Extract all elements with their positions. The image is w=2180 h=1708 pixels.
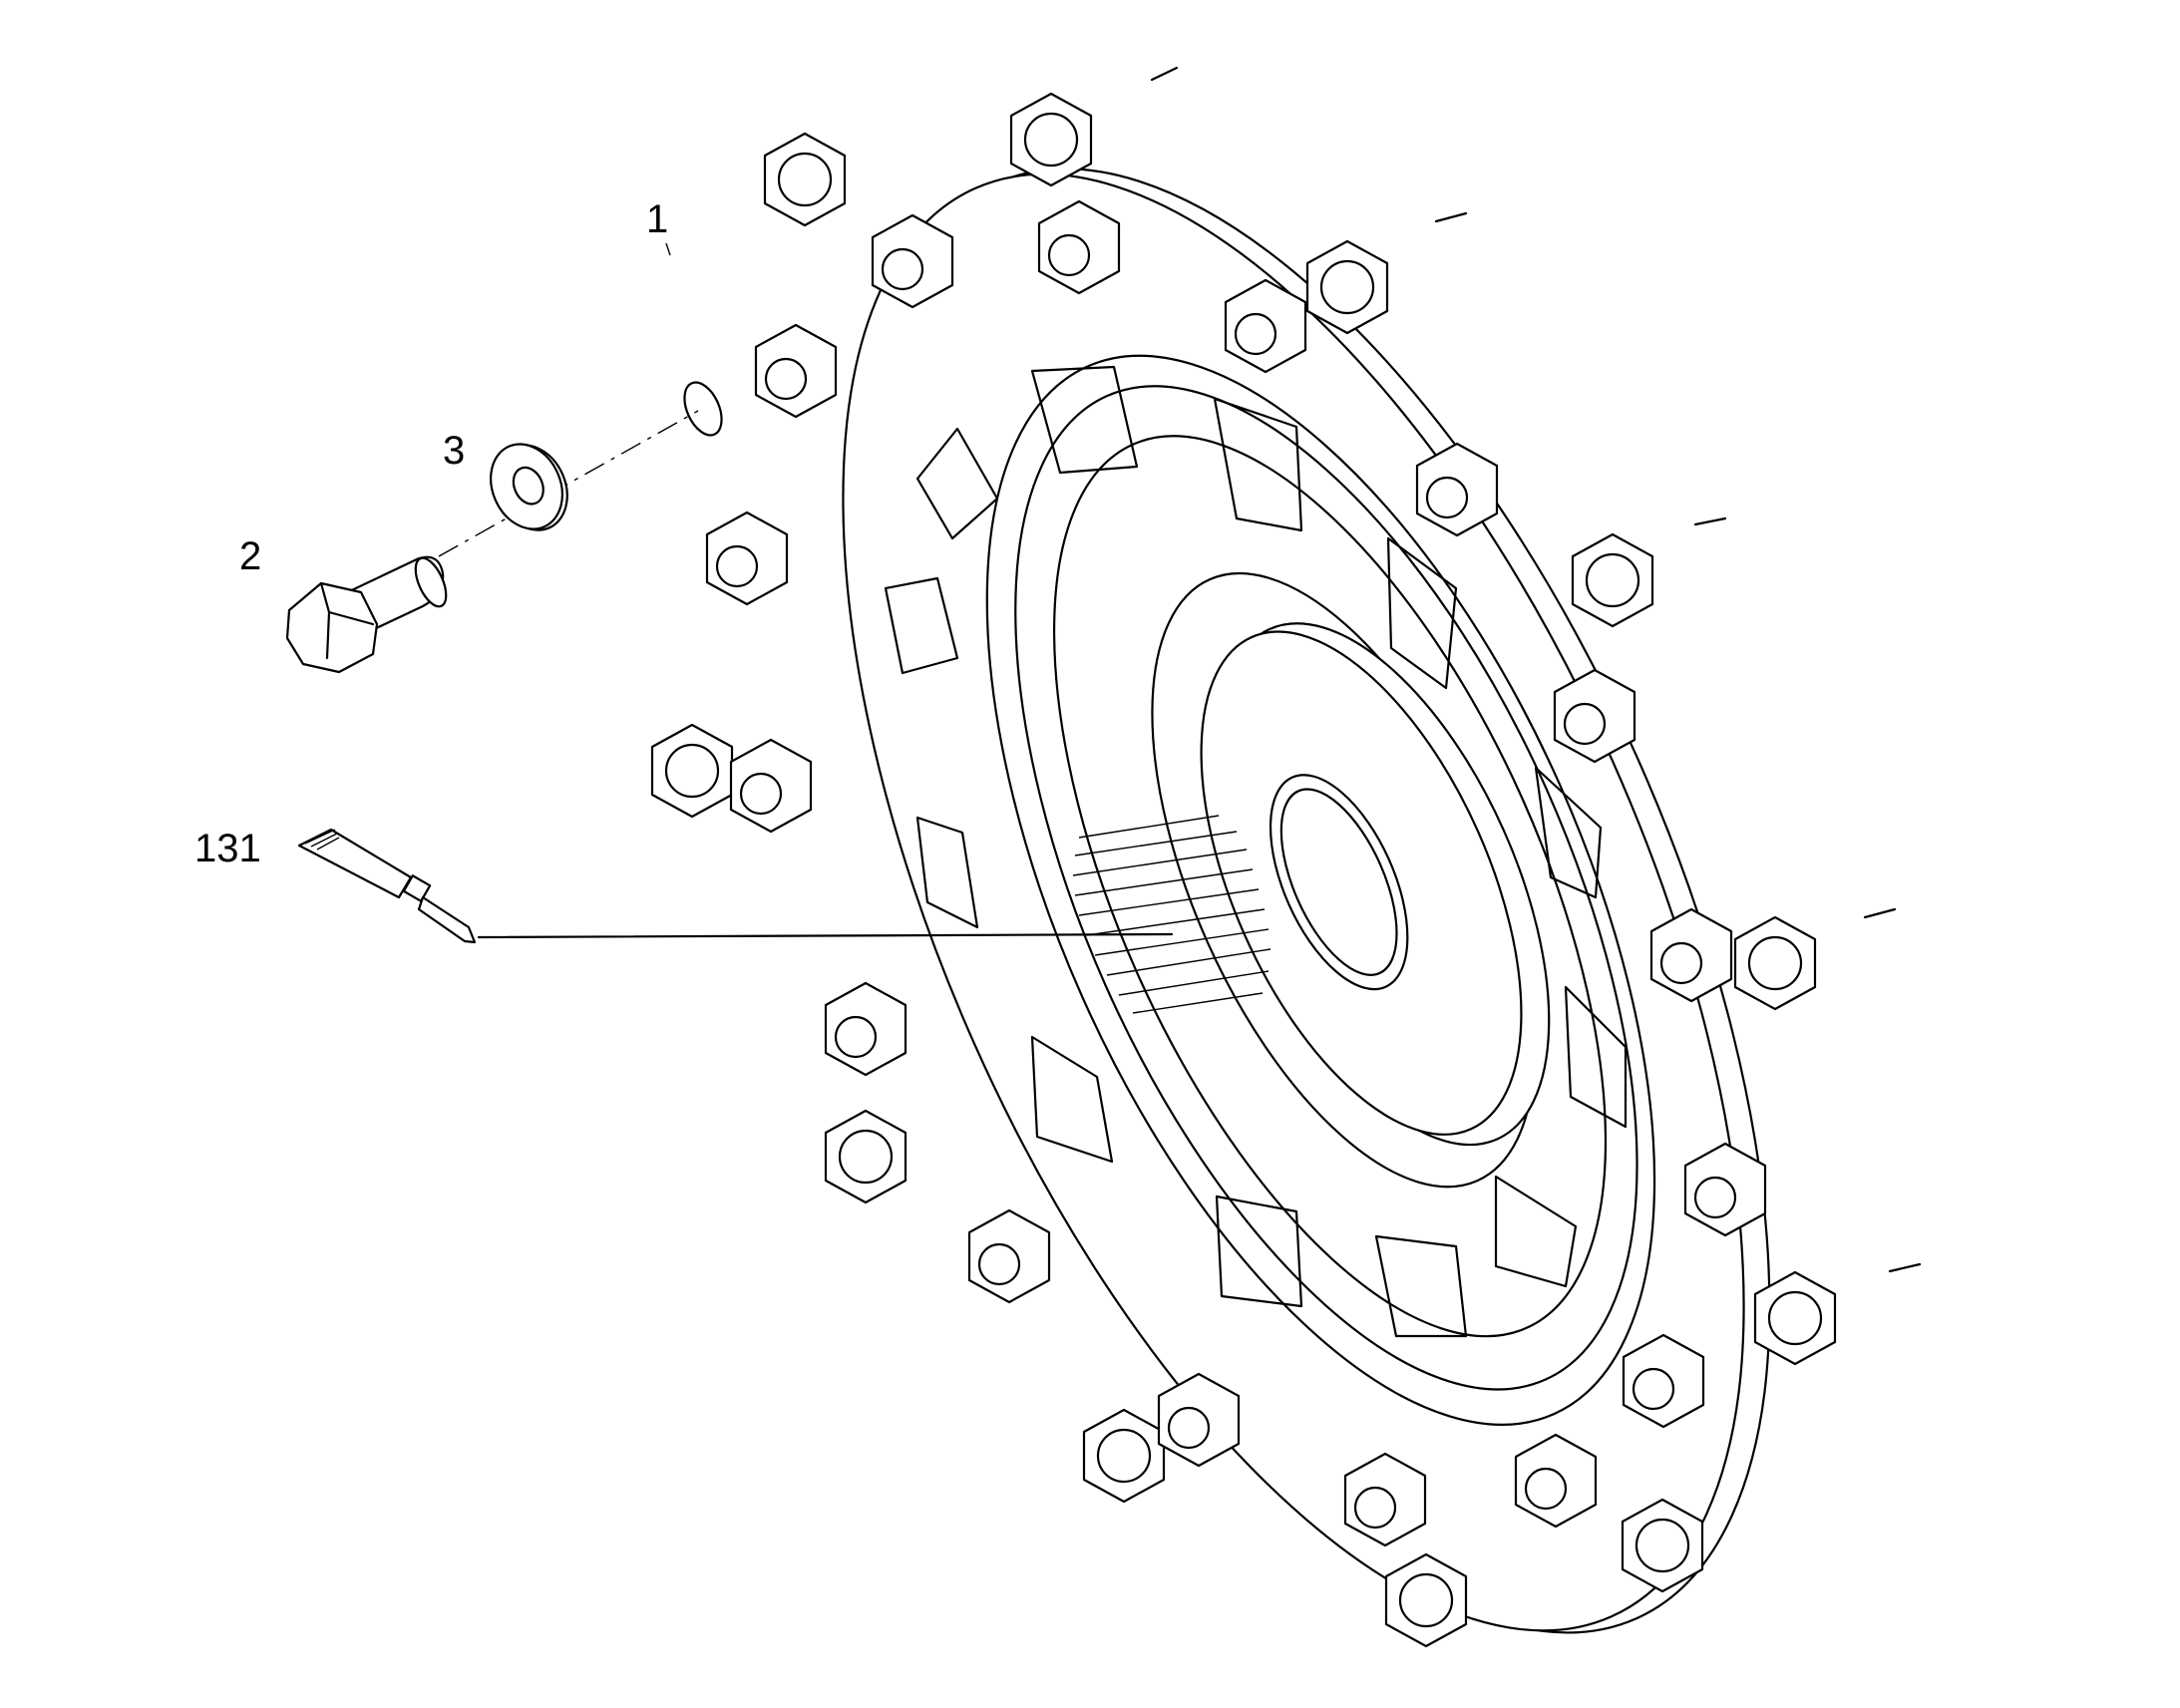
callout-131: 131 [194,827,261,870]
rear-studs [1150,66,1922,1273]
hub-window [1030,1035,1114,1164]
leader-1 [665,242,671,256]
hub-windows [884,365,1628,1338]
spline-teeth [1072,815,1272,1014]
washer [490,443,568,531]
callout-3: 3 [443,429,466,473]
coupling-disc [842,168,1771,1634]
hub-window [884,576,959,675]
hub-window [1030,365,1139,475]
hub-plate [1052,435,1608,1338]
callout-2: 2 [239,534,262,578]
flange-bolts [650,92,1837,1648]
assembly-axis [438,410,699,557]
spline-inner [1279,788,1398,976]
mounting-hole [683,381,723,437]
hub-window [1534,766,1603,899]
hub-window [915,816,979,929]
adhesive-tube-icon [297,828,477,944]
hub-window [1386,536,1458,690]
callout-1: 1 [646,197,669,241]
hub-window [1215,1195,1303,1308]
spline-bore [1269,774,1409,991]
hub-window [1213,397,1303,532]
inner-nuts [705,199,1767,1547]
hub-window [1494,1175,1578,1288]
hub-window [1374,1234,1468,1338]
hub-window [1564,985,1628,1129]
hub-window [915,427,999,540]
leader-131 [477,932,1174,939]
hex-bolt [285,555,448,674]
